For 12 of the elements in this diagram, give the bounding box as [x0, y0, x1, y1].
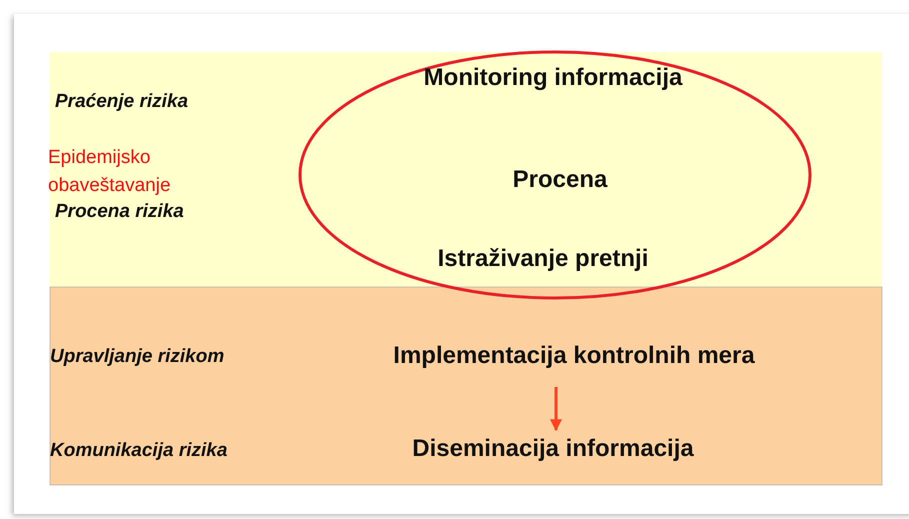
node-text: Istraživanje pretnji	[438, 244, 648, 274]
side-label: Epidemijsko obaveštavanje	[48, 146, 172, 198]
node-text: Monitoring informacija	[424, 63, 682, 93]
arrow	[550, 387, 562, 432]
side-label: Procena rizika	[55, 200, 184, 224]
ellipse-shape	[298, 50, 812, 300]
node-text: Diseminacija informacija	[412, 434, 694, 464]
node-text: Procena	[512, 165, 608, 195]
side-label: Praćenje rizika	[55, 90, 188, 114]
side-label: Komunikacija rizika	[50, 439, 228, 463]
side-label: Upravljanje rizikom	[50, 345, 224, 369]
node-text: Implementacija kontrolnih mera	[393, 341, 755, 371]
